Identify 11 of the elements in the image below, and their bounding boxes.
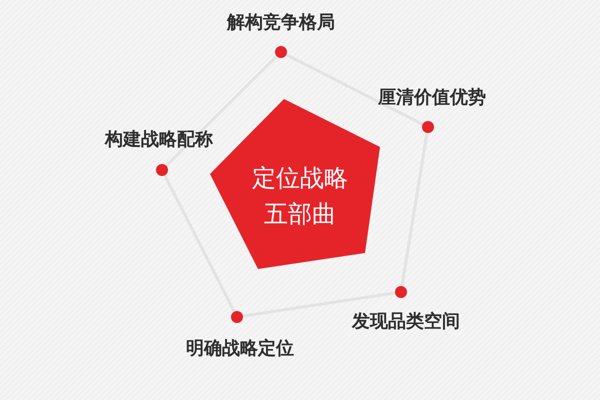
connector-line (400, 132, 428, 286)
connector-line (165, 55, 278, 167)
center-label: 定位战略五部曲 (251, 163, 349, 230)
point-label: 解构竞争格局 (227, 12, 335, 34)
point-label: 厘清价值优势 (378, 87, 486, 109)
point-label: 构建战略配称 (105, 129, 213, 151)
connector-line (163, 174, 236, 312)
point-label: 明确战略定位 (186, 338, 294, 360)
point-label: 发现品类空间 (352, 311, 460, 333)
connector-line (242, 291, 396, 318)
connector-line (286, 53, 424, 126)
